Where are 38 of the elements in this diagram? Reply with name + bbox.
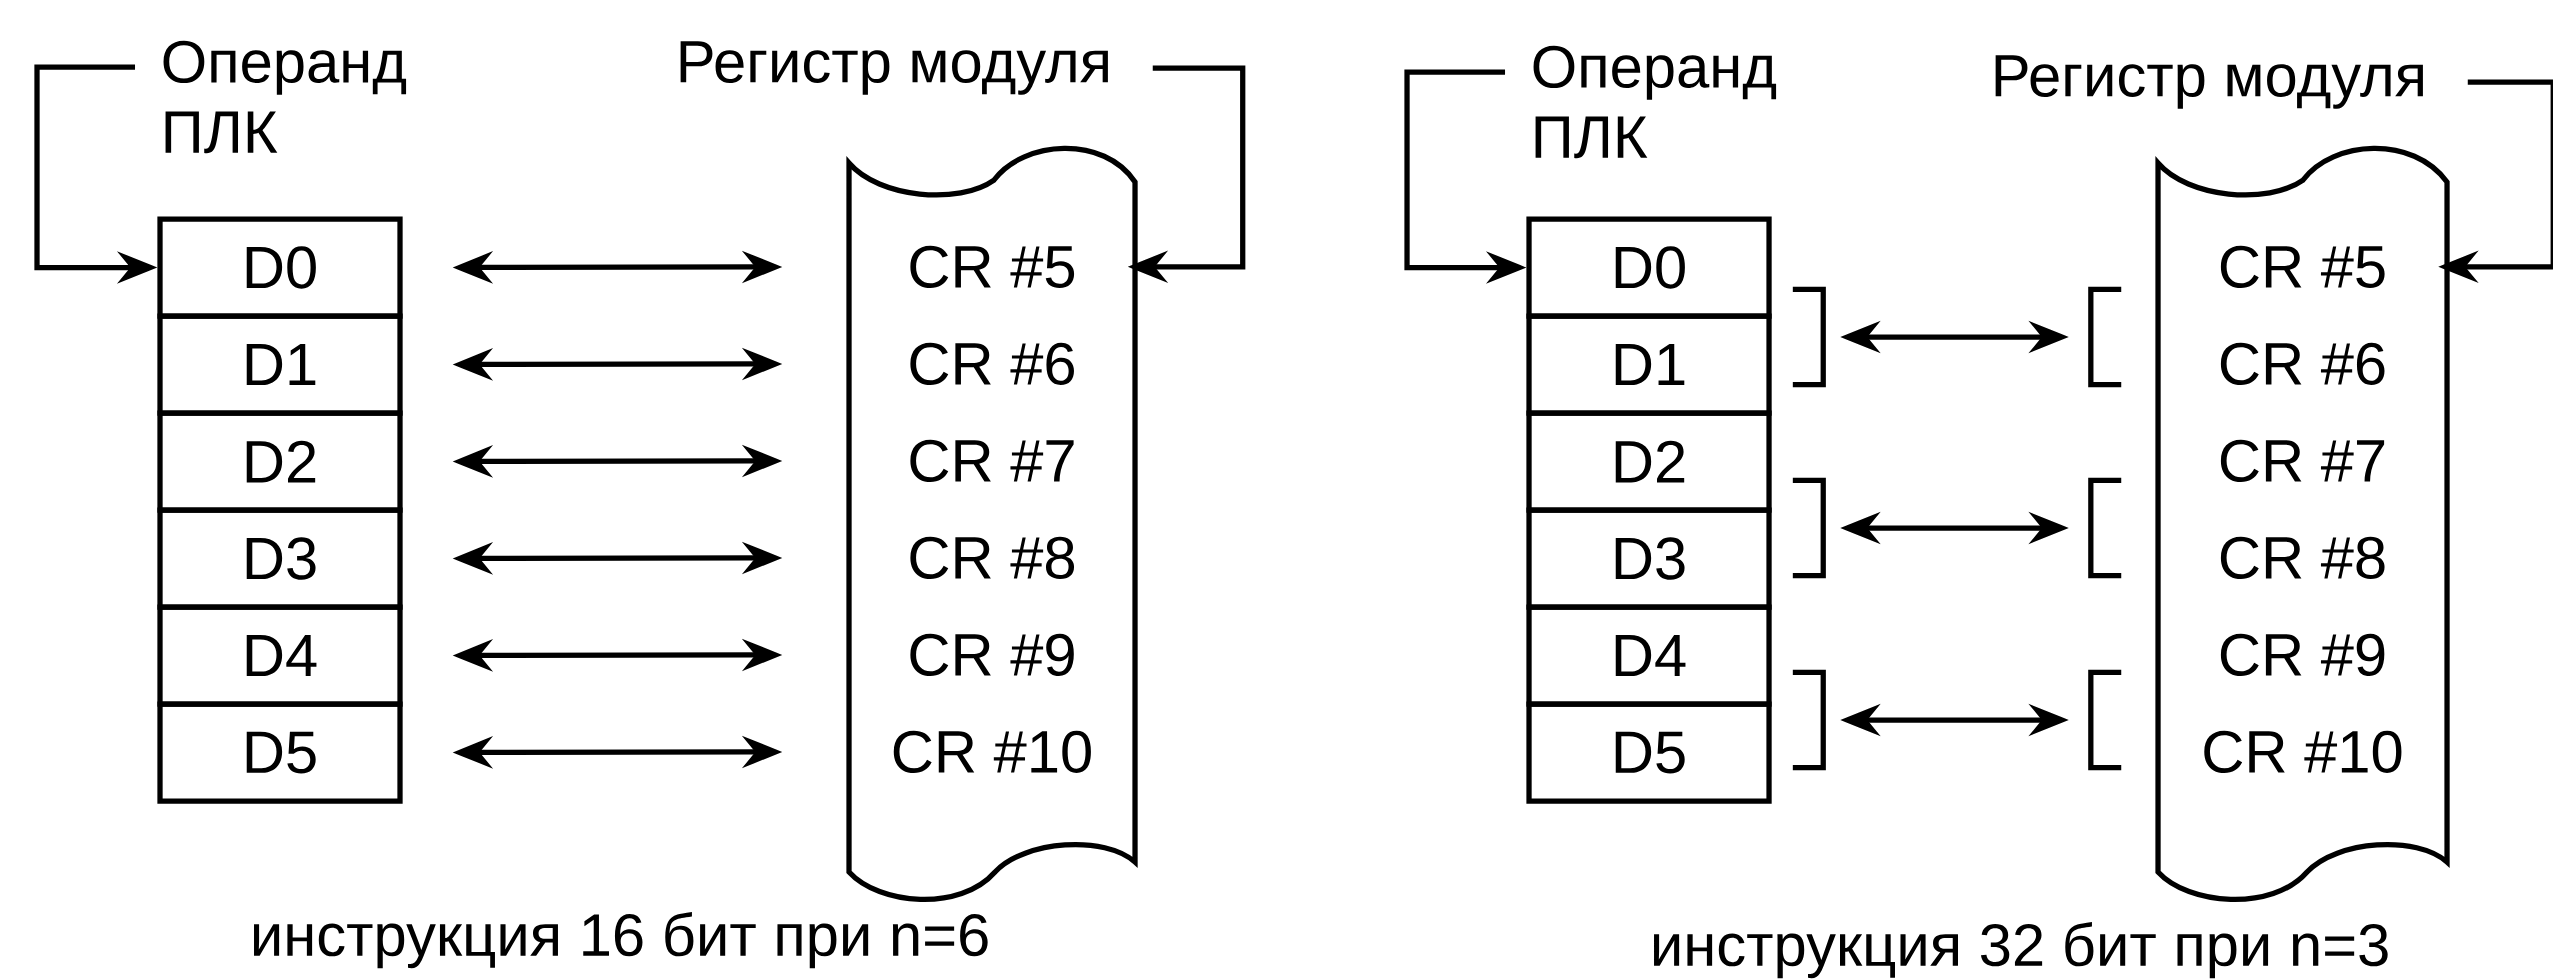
bracket <box>2088 477 2122 579</box>
node-label: Операнд ПЛК <box>1533 45 1777 159</box>
node-label: Регистр модуля <box>680 41 1108 95</box>
bracket <box>2088 286 2122 388</box>
register-entry: CR #10 <box>2204 730 2402 773</box>
register-cell: D2 <box>157 410 403 513</box>
register-cell: D4 <box>157 604 403 707</box>
bracket <box>2088 669 2122 771</box>
register-cell: D5 <box>1526 701 1772 804</box>
register-cell: D0 <box>1526 216 1772 319</box>
register-entry: CR #8 <box>2220 536 2385 579</box>
node-label: Регистр модуля <box>1995 55 2423 109</box>
register-cell: D3 <box>1526 507 1772 610</box>
register-entry: CR #8 <box>910 536 1075 579</box>
register-entry: CR #7 <box>910 439 1074 482</box>
scroll <box>2155 145 2450 903</box>
register-entry: CR #10 <box>893 730 1091 773</box>
caption: инструкция 32 бит при n=3 <box>1654 921 2388 979</box>
register-cell: D1 <box>1526 313 1772 416</box>
register-entry: CR #5 <box>2220 245 2385 288</box>
bracket <box>1792 286 1826 388</box>
register-cell: D5 <box>157 701 403 804</box>
register-entry: CR #9 <box>2220 633 2385 676</box>
register-cell: D4 <box>1526 604 1772 707</box>
register-entry: CR #9 <box>910 633 1074 676</box>
bracket <box>1792 669 1826 771</box>
register-cell: D0 <box>157 216 403 319</box>
register-entry: CR #6 <box>910 342 1074 385</box>
register-cell: D3 <box>157 507 403 610</box>
register-entry: CR #7 <box>2220 439 2385 482</box>
node-label: Операнд ПЛК <box>163 40 407 154</box>
bracket <box>1792 477 1826 579</box>
register-cell: D1 <box>157 313 403 416</box>
register-entry: CR #6 <box>2220 342 2385 385</box>
scroll <box>846 145 1138 903</box>
caption: инструкция 16 бит при n=6 <box>254 911 988 969</box>
register-entry: CR #5 <box>910 245 1075 288</box>
register-cell: D2 <box>1526 410 1772 513</box>
